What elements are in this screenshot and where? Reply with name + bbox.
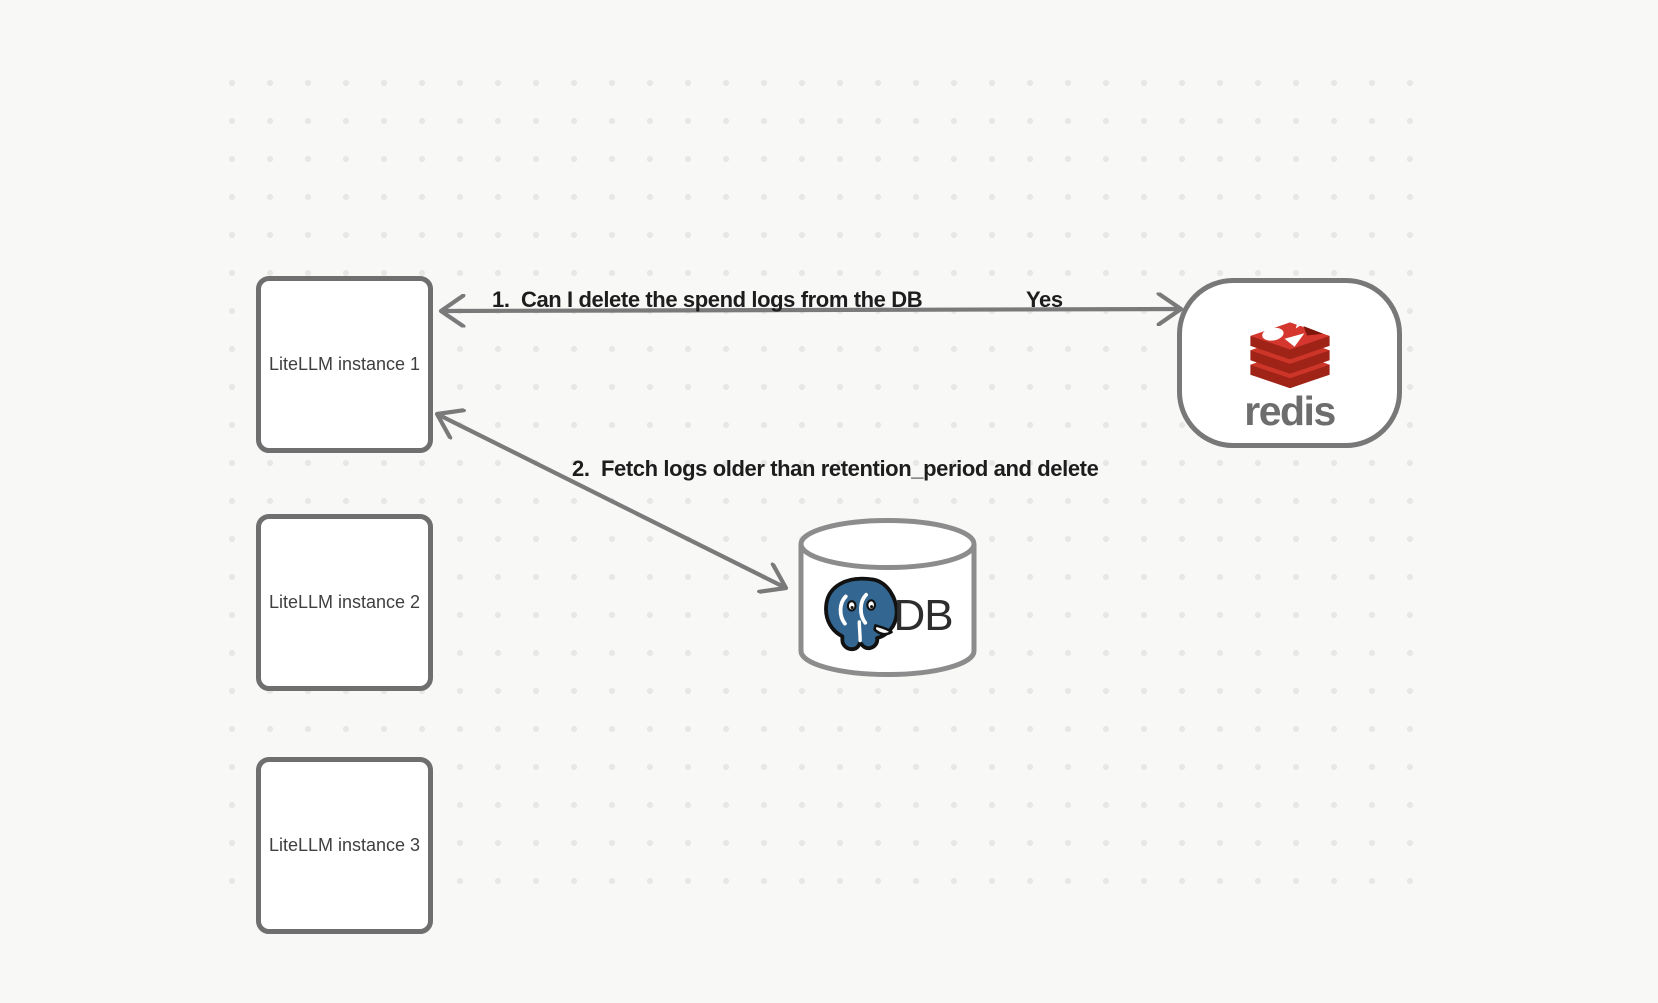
litellm-instance-1-label: LiteLLM instance 1 (268, 354, 421, 374)
arrow-2-label[interactable]: 2. Fetch logs older than retention_perio… (572, 456, 1099, 481)
redis-stack-icon (1249, 313, 1330, 389)
arrow-1-label[interactable]: 1. Can I delete the spend logs from the … (492, 287, 923, 312)
litellm-instance-2-label: LiteLLM instance 2 (268, 592, 421, 612)
postgresql-elephant-icon (824, 576, 899, 652)
node-redis[interactable]: redis (1177, 278, 1402, 448)
litellm-instance-3-label: LiteLLM instance 3 (268, 835, 421, 855)
node-litellm-instance-1[interactable]: LiteLLM instance 1 (256, 276, 433, 453)
arrow-1-response-label[interactable]: Yes (1026, 287, 1063, 312)
redis-wordmark: redis (1244, 388, 1336, 434)
node-postgres-db[interactable]: DB (798, 518, 977, 678)
node-litellm-instance-3[interactable]: LiteLLM instance 3 (256, 757, 433, 934)
arrow-litellm-db[interactable] (437, 414, 786, 588)
node-litellm-instance-2[interactable]: LiteLLM instance 2 (256, 514, 433, 691)
arrow-litellm-redis[interactable] (441, 309, 1181, 311)
db-label: DB (893, 591, 953, 640)
